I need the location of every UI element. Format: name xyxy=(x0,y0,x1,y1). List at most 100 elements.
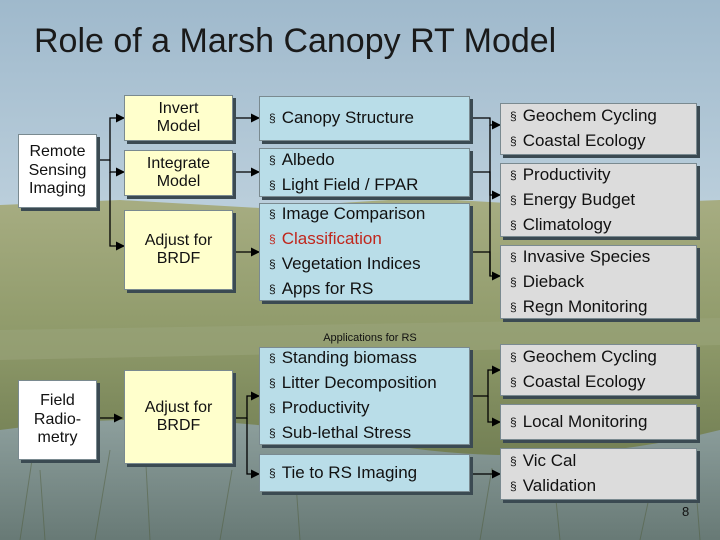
bullet-icon: § xyxy=(510,299,517,314)
bullet-text: Vic Cal xyxy=(522,451,577,470)
tie-to-rs-box: § Tie to RS Imaging xyxy=(259,454,470,492)
bullet-item: §Vegetation Indices xyxy=(269,252,469,277)
albedo-light-field-box: § Albedo § Light Field / FPAR xyxy=(259,148,470,197)
bullet-icon: § xyxy=(269,232,276,246)
canopy-structure-box: § Canopy Structure xyxy=(259,96,470,141)
box-text-line: Adjust for xyxy=(144,231,213,249)
bullet-item: § Regn Monitoring xyxy=(510,295,696,320)
box-text-line: Invert xyxy=(158,99,199,117)
bullet-item: § Climatology xyxy=(510,213,696,238)
bullet-text: Coastal Ecology xyxy=(522,131,646,150)
bullet-icon: § xyxy=(510,350,517,364)
bullet-item: § Vic Cal xyxy=(510,449,696,474)
bullet-item: § Coastal Ecology xyxy=(510,129,696,154)
bullet-text: Light Field / FPAR xyxy=(281,174,419,194)
bullet-icon: § xyxy=(510,217,517,232)
bullet-icon: § xyxy=(269,177,276,192)
bullet-text: Image Comparison xyxy=(281,204,426,223)
bullet-text: Albedo xyxy=(281,149,335,169)
local-monitoring-box: § Local Monitoring xyxy=(500,404,697,440)
box-text-line: BRDF xyxy=(156,250,201,267)
bullet-icon: § xyxy=(510,375,517,389)
box-text-line: Integrate xyxy=(146,154,211,172)
bullet-item: §Productivity xyxy=(269,396,469,421)
box-text-line: Imaging xyxy=(29,180,86,198)
bullet-icon: § xyxy=(269,152,276,167)
vical-validation-box: § Vic Cal § Validation xyxy=(500,448,697,500)
box-text-line: Sensing xyxy=(28,161,87,179)
bullet-text: Climatology xyxy=(522,214,612,234)
box-text-line: metry xyxy=(37,429,78,447)
bullet-item: § Litter Decomposition xyxy=(269,371,469,396)
box-text-line: Field xyxy=(40,392,75,410)
bullet-icon: § xyxy=(269,351,276,365)
bullet-icon: § xyxy=(510,109,517,123)
bullet-item: § Productivity xyxy=(510,163,696,188)
bullet-text: Geochem Cycling xyxy=(522,106,657,125)
bullet-item: § Albedo xyxy=(269,148,469,173)
box-text-line: Remote xyxy=(29,143,86,161)
bullet-text: Validation xyxy=(522,476,597,495)
box-text-line: Adjust for xyxy=(144,398,213,416)
bullet-item: § Invasive Species xyxy=(510,245,696,270)
bullet-text: Coastal Ecology xyxy=(522,372,646,391)
bullet-text: Canopy Structure xyxy=(281,108,414,127)
bullet-item: § Geochem Cycling xyxy=(510,345,696,370)
bullet-icon: § xyxy=(269,426,276,440)
bullet-icon: § xyxy=(510,274,517,289)
bullet-text: Apps for RS xyxy=(281,279,374,298)
bullet-text: Local Monitoring xyxy=(522,411,648,431)
geochem-coastal-bottom-box: § Geochem Cycling § Coastal Ecology xyxy=(500,344,697,396)
page-number: 8 xyxy=(682,504,690,519)
invasive-species-box: § Invasive Species § Dieback § Regn Monitorin… xyxy=(500,245,697,319)
bullet-text: Classification xyxy=(281,229,382,248)
bullet-icon: § xyxy=(269,465,276,480)
bullet-icon: § xyxy=(510,167,517,182)
slide-title: Role of a Marsh Canopy RT Model xyxy=(34,22,557,60)
box-text-line: Model xyxy=(156,173,201,190)
bullet-item: § Sub-lethal Stress xyxy=(269,421,469,446)
bullet-icon: § xyxy=(269,207,276,221)
bullet-item: § Standing biomass xyxy=(269,346,469,371)
bullet-text: Regn Monitoring xyxy=(522,296,648,316)
bullet-item: § Classification xyxy=(269,227,469,252)
bullet-text: Sub-lethal Stress xyxy=(281,423,412,442)
bullet-icon: § xyxy=(269,401,276,415)
geochem-coastal-top-box: § Geochem Cycling § Coastal Ecology xyxy=(500,103,697,155)
bullet-text: Dieback xyxy=(522,271,585,291)
bullet-text: Tie to RS Imaging xyxy=(281,462,418,482)
bullet-text: Invasive Species xyxy=(522,246,651,266)
bullet-icon: § xyxy=(269,257,276,271)
bullet-text: Standing biomass xyxy=(281,348,417,367)
bullet-icon: § xyxy=(510,414,517,429)
bullet-icon: § xyxy=(510,249,517,264)
field-outputs-box: § Standing biomass § Litter Decomposition §P… xyxy=(259,347,470,445)
box-text-line: BRDF xyxy=(156,417,201,434)
bullet-icon: § xyxy=(269,376,276,390)
bullet-item: § Canopy Structure xyxy=(269,106,469,131)
bullet-item: § Validation xyxy=(510,474,696,499)
bullet-text: Energy Budget xyxy=(522,189,636,209)
bullet-icon: § xyxy=(510,454,517,468)
bullet-icon: § xyxy=(269,282,276,296)
bullet-item: § Dieback xyxy=(510,270,696,295)
bullet-text: Litter Decomposition xyxy=(281,373,437,392)
bullet-item: § Apps for RS xyxy=(269,277,469,302)
bullet-item: § Local Monitoring xyxy=(510,410,696,435)
bullet-icon: § xyxy=(269,111,276,125)
bullet-item: § Geochem Cycling xyxy=(510,104,696,129)
productivity-energy-box: § Productivity §Energy Budget § Climatology xyxy=(500,163,697,237)
bullet-icon: § xyxy=(510,134,517,148)
bullet-item: § Light Field / FPAR xyxy=(269,173,469,198)
bullet-text: Productivity xyxy=(522,164,611,184)
bullet-icon: § xyxy=(510,479,517,493)
bullet-item: §Energy Budget xyxy=(510,188,696,213)
applications-caption: Applications for RS xyxy=(323,332,417,344)
bullet-text: Geochem Cycling xyxy=(522,347,657,366)
bullet-item: § Tie to RS Imaging xyxy=(269,461,469,486)
